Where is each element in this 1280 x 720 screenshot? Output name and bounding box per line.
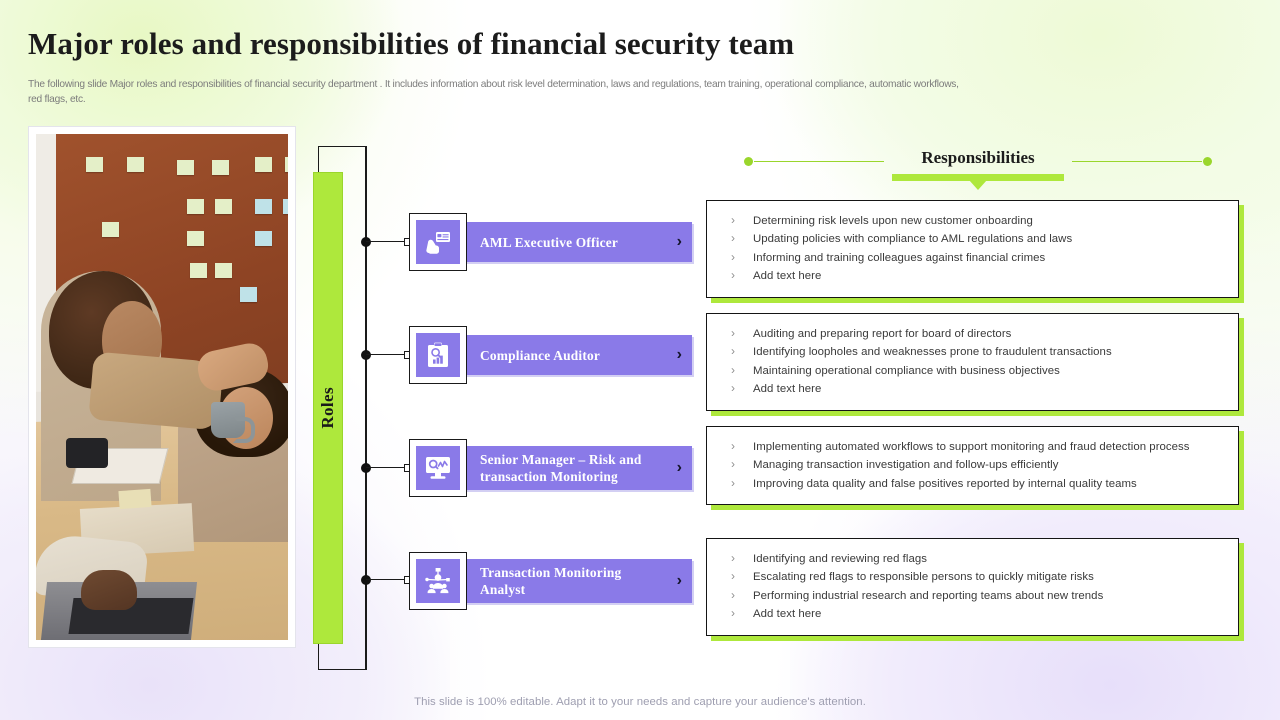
responsibility-card-3: Implementing automated workflows to supp…: [706, 426, 1239, 506]
role-icon-frame: [409, 326, 467, 384]
responsibility-list: Auditing and preparing report for board …: [725, 324, 1224, 399]
list-item: Updating policies with compliance to AML…: [725, 229, 1224, 248]
responsibility-card-2: Auditing and preparing report for board …: [706, 313, 1239, 411]
header-dot-left: [744, 157, 753, 166]
responsibilities-title: Responsibilities: [921, 148, 1035, 167]
role-label-text: Compliance Auditor: [480, 347, 601, 363]
role-label-box[interactable]: Transaction Monitoring Analyst ›: [465, 559, 692, 603]
list-item: Determining risk levels upon new custome…: [725, 211, 1224, 230]
team-photo-frame: [28, 126, 296, 648]
responsibility-list: Determining risk levels upon new custome…: [725, 211, 1224, 286]
connector-line-4: [366, 579, 406, 581]
list-item: Improving data quality and false positiv…: [725, 474, 1224, 493]
connector-line-3: [366, 467, 406, 469]
connector-spine: [365, 146, 367, 670]
chevron-right-icon: ›: [676, 233, 682, 250]
list-item: Escalating red flags to responsible pers…: [725, 567, 1224, 586]
role-row-aml-executive-officer[interactable]: AML Executive Officer ›: [409, 213, 692, 271]
list-item: Add text here: [725, 379, 1224, 398]
list-item: Implementing automated workflows to supp…: [725, 437, 1224, 456]
photo-typing-hand: [81, 569, 138, 610]
connector-line-1: [366, 241, 406, 243]
role-label-box[interactable]: Senior Manager – Risk and transaction Mo…: [465, 446, 692, 490]
list-item: Add text here: [725, 266, 1224, 285]
list-item: Identifying and reviewing red flags: [725, 549, 1224, 568]
role-label-text: AML Executive Officer: [480, 234, 619, 250]
photo-camera: [66, 437, 109, 468]
chevron-right-icon: ›: [676, 459, 682, 476]
hand-holding-card-icon: [416, 220, 460, 264]
photo-sticky-note: [118, 489, 152, 510]
page-subtitle: The following slide Major roles and resp…: [28, 79, 959, 105]
chevron-right-icon: ›: [676, 346, 682, 363]
page-title: Major roles and responsibilities of fina…: [28, 26, 795, 61]
role-row-transaction-monitoring-analyst[interactable]: Transaction Monitoring Analyst ›: [409, 552, 692, 610]
list-item: Auditing and preparing report for board …: [725, 324, 1224, 343]
role-label-text: Senior Manager – Risk and transaction Mo…: [480, 452, 642, 484]
list-item: Add text here: [725, 604, 1224, 623]
clipboard-chart-audit-icon: [416, 333, 460, 377]
roles-column-bar: Roles: [313, 172, 343, 644]
network-people-icon: [416, 559, 460, 603]
photo-mug-handle: [233, 417, 256, 444]
responsibility-list: Identifying and reviewing red flags Esca…: [725, 549, 1224, 624]
role-label-text: Transaction Monitoring Analyst: [480, 565, 622, 597]
list-item: Identifying loopholes and weaknesses pro…: [725, 342, 1224, 361]
role-row-compliance-auditor[interactable]: Compliance Auditor ›: [409, 326, 692, 384]
role-row-senior-manager-risk-monitoring[interactable]: Senior Manager – Risk and transaction Mo…: [409, 439, 692, 497]
role-label-box[interactable]: AML Executive Officer ›: [465, 222, 692, 262]
header-arrow-down-icon: [969, 180, 987, 190]
role-icon-frame: [409, 552, 467, 610]
list-item: Performing industrial research and repor…: [725, 586, 1224, 605]
slide-footer-note: This slide is 100% editable. Adapt it to…: [414, 696, 866, 708]
header-underline-bar: [892, 174, 1064, 181]
chevron-right-icon: ›: [676, 572, 682, 589]
list-item: Managing transaction investigation and f…: [725, 455, 1224, 474]
role-icon-frame: [409, 213, 467, 271]
roles-column-label: Roles: [318, 387, 337, 429]
responsibility-card-1: Determining risk levels upon new custome…: [706, 200, 1239, 298]
connector-line-2: [366, 354, 406, 356]
responsibility-list: Implementing automated workflows to supp…: [725, 437, 1224, 493]
responsibility-card-4: Identifying and reviewing red flags Esca…: [706, 538, 1239, 636]
role-label-box[interactable]: Compliance Auditor ›: [465, 335, 692, 375]
monitor-magnifier-icon: [416, 446, 460, 490]
header-line-right: [1072, 161, 1202, 163]
header-dot-right: [1203, 157, 1212, 166]
responsibilities-header: Responsibilities: [744, 148, 1212, 190]
list-item: Maintaining operational compliance with …: [725, 361, 1224, 380]
team-photo: [36, 134, 288, 640]
header-line-left: [754, 161, 884, 163]
role-icon-frame: [409, 439, 467, 497]
list-item: Informing and training colleagues agains…: [725, 248, 1224, 267]
